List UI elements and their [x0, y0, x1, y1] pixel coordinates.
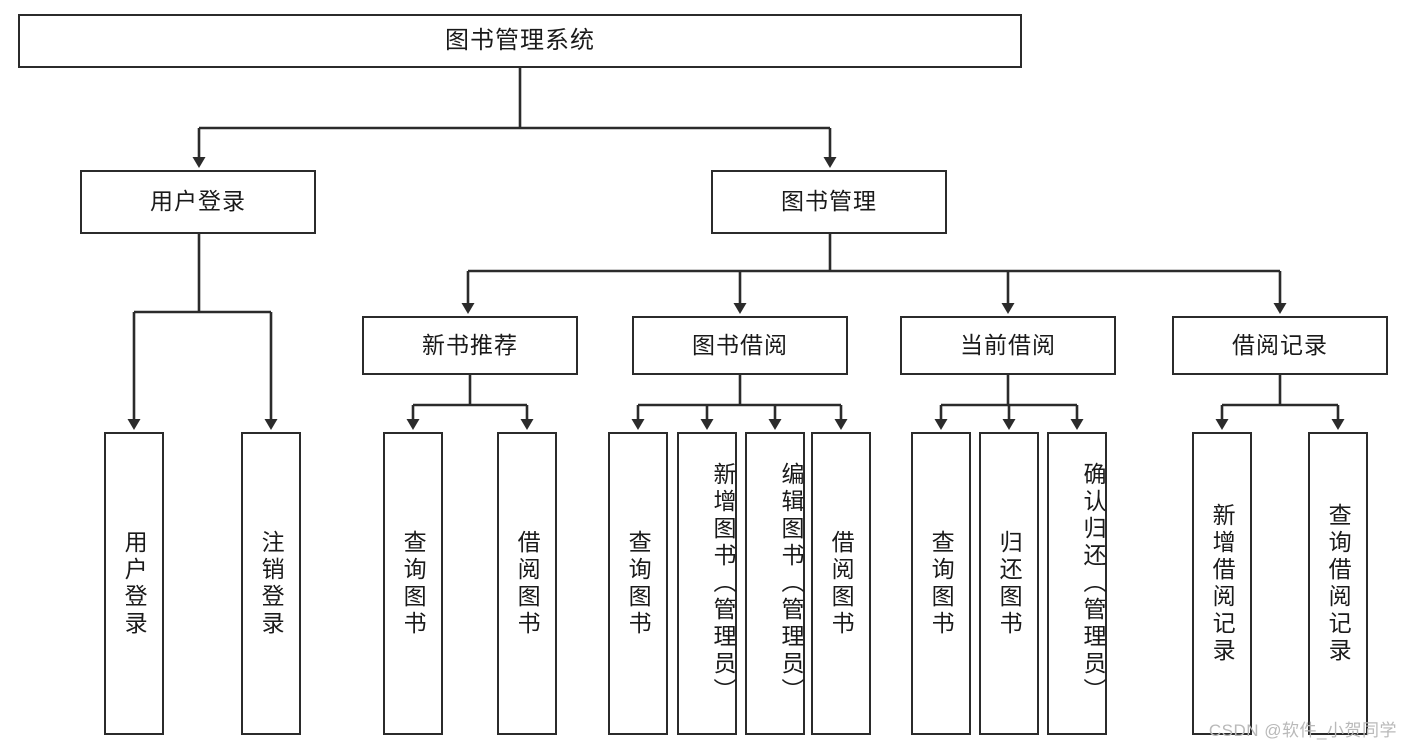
node-leaf-edit-book[interactable]: 编辑图书（管理员） [745, 432, 805, 735]
node-leaf-query-book-2[interactable]: 查询图书 [608, 432, 668, 735]
node-root[interactable]: 图书管理系统 [18, 14, 1022, 68]
node-leaf-user-login[interactable]: 用户登录 [104, 432, 164, 735]
node-leaf-query-book-1[interactable]: 查询图书 [383, 432, 443, 735]
node-leaf-query-record[interactable]: 查询借阅记录 [1308, 432, 1368, 735]
csdn-watermark: CSDN @软件_小贺同学 [1208, 721, 1397, 740]
node-new-book-recommend[interactable]: 新书推荐 [362, 316, 578, 375]
node-book-borrow[interactable]: 图书借阅 [632, 316, 848, 375]
node-leaf-logout[interactable]: 注销登录 [241, 432, 301, 735]
node-leaf-add-record[interactable]: 新增借阅记录 [1192, 432, 1252, 735]
node-leaf-confirm-return[interactable]: 确认归还（管理员） [1047, 432, 1107, 735]
node-current-borrow[interactable]: 当前借阅 [900, 316, 1116, 375]
node-leaf-return-book[interactable]: 归还图书 [979, 432, 1039, 735]
node-borrow-record[interactable]: 借阅记录 [1172, 316, 1388, 375]
node-user-login[interactable]: 用户登录 [80, 170, 316, 234]
node-leaf-add-book[interactable]: 新增图书（管理员） [677, 432, 737, 735]
node-leaf-borrow-book-1[interactable]: 借阅图书 [497, 432, 557, 735]
node-leaf-query-book-3[interactable]: 查询图书 [911, 432, 971, 735]
node-leaf-borrow-book-2[interactable]: 借阅图书 [811, 432, 871, 735]
node-book-manage[interactable]: 图书管理 [711, 170, 947, 234]
